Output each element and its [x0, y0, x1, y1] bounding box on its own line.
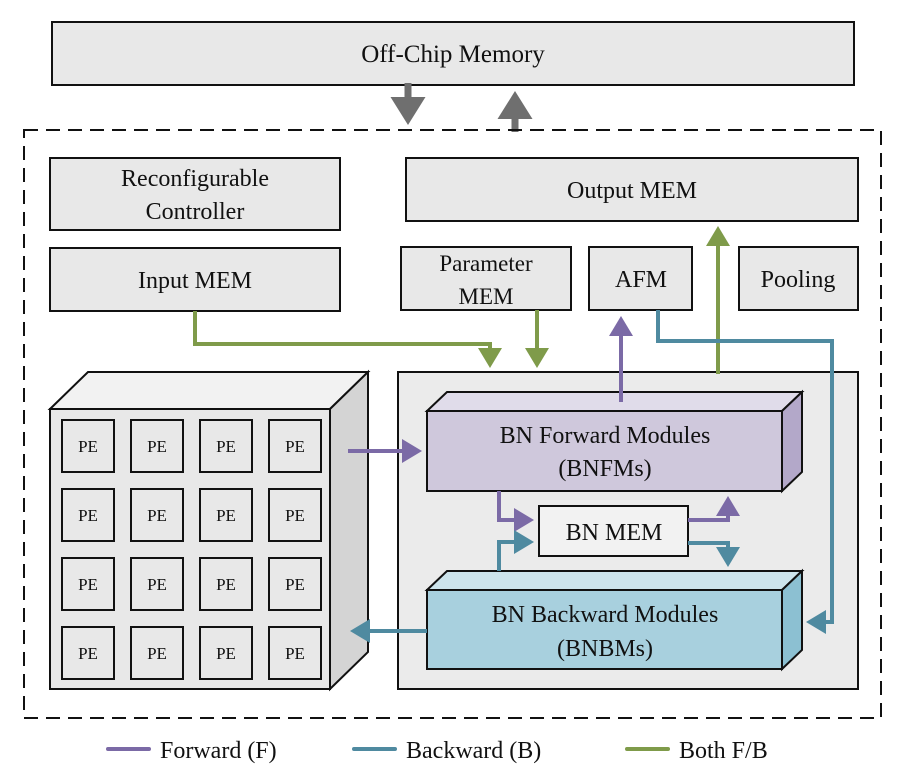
- pe-cell: PE: [61, 488, 115, 542]
- pe-cell: PE: [130, 626, 184, 680]
- pe-grid: PE PE PE PE PE PE PE PE PE PE PE PE PE PE PE PE: [61, 419, 322, 680]
- parameter-mem-label-line2: MEM: [459, 284, 514, 309]
- legend-backward-label: Backward (B): [406, 738, 541, 764]
- pe-cell: PE: [268, 419, 322, 473]
- parameter-mem-block: Parameter MEM: [400, 246, 572, 311]
- pe-cell: PE: [130, 557, 184, 611]
- pe-cell: PE: [199, 488, 253, 542]
- pe-cell-label: PE: [147, 506, 167, 525]
- pe-cell-box: [130, 419, 184, 473]
- bnfm-label-line1: BN Forward Modules: [500, 423, 711, 449]
- pe-cell-box: [199, 626, 253, 680]
- pe-cell-box: [61, 419, 115, 473]
- bn-backward-modules-block: BN Backward Modules (BNBMs): [424, 568, 805, 672]
- pe-cell: PE: [130, 488, 184, 542]
- legend-both-label: Both F/B: [679, 738, 768, 764]
- pe-cell-label: PE: [147, 437, 167, 456]
- pooling-block: Pooling: [738, 246, 859, 311]
- pe-cell-box: [268, 488, 322, 542]
- pe-cell: PE: [268, 626, 322, 680]
- bn-forward-modules-block: BN Forward Modules (BNFMs): [424, 389, 805, 494]
- pe-cell-box: [130, 557, 184, 611]
- pe-cell-box: [61, 488, 115, 542]
- pe-cell: PE: [61, 419, 115, 473]
- input-mem-block: Input MEM: [49, 247, 341, 312]
- pe-cell-box: [61, 626, 115, 680]
- pe-cell-label: PE: [78, 644, 98, 663]
- pe-cell-label: PE: [78, 437, 98, 456]
- pe-cell: PE: [268, 557, 322, 611]
- afm-block: AFM: [588, 246, 693, 311]
- pe-cell-label: PE: [216, 506, 236, 525]
- pe-cell: PE: [130, 419, 184, 473]
- pe-cell-label: PE: [285, 575, 305, 594]
- pe-cell-label: PE: [285, 506, 305, 525]
- offchip-memory-block: Off-Chip Memory: [51, 21, 855, 86]
- bnbm-label-line2: (BNBMs): [557, 636, 653, 662]
- pe-cell-label: PE: [285, 644, 305, 663]
- pe-cell-label: PE: [78, 506, 98, 525]
- pe-array: PE PE PE PE PE PE PE PE PE PE PE PE PE PE PE PE: [47, 369, 371, 692]
- output-mem-label: Output MEM: [567, 178, 697, 204]
- bn-mem-block: BN MEM: [538, 505, 689, 557]
- controller-label-line1: Reconfigurable: [121, 166, 269, 192]
- pe-cell: PE: [199, 557, 253, 611]
- bnmem-to-bnfm-arrow: [688, 496, 740, 522]
- pe-cell-box: [268, 557, 322, 611]
- pe-cell-label: PE: [216, 437, 236, 456]
- offchip-memory-label: Off-Chip Memory: [361, 41, 545, 68]
- reconfigurable-controller-block: Reconfigurable Controller: [49, 157, 341, 231]
- pe-cell-box: [61, 557, 115, 611]
- pe-cell-box: [268, 419, 322, 473]
- legend: Forward (F) Backward (B) Both F/B: [106, 738, 768, 764]
- controller-label-line2: Controller: [146, 199, 245, 225]
- bnmem-to-bnbm-arrow: [688, 541, 740, 567]
- legend-item-both: Both F/B: [625, 738, 768, 764]
- pe-cell-label: PE: [147, 575, 167, 594]
- pe-cell-box: [199, 488, 253, 542]
- pe-cell-label: PE: [78, 575, 98, 594]
- pe-cell-box: [130, 488, 184, 542]
- bnfm-to-bnmem-arrow: [497, 491, 534, 532]
- input-mem-label: Input MEM: [138, 268, 252, 294]
- pe-cell-box: [199, 557, 253, 611]
- afm-label: AFM: [615, 267, 667, 293]
- pe-cell-label: PE: [147, 644, 167, 663]
- pe-cell: PE: [199, 419, 253, 473]
- pe-cell-label: PE: [216, 575, 236, 594]
- bnbm-to-bnmem-arrow: [497, 530, 534, 571]
- pe-cell-label: PE: [285, 437, 305, 456]
- pe-cell: PE: [61, 557, 115, 611]
- legend-item-forward: Forward (F): [106, 738, 277, 764]
- legend-forward-label: Forward (F): [160, 738, 277, 764]
- legend-item-backward: Backward (B): [352, 738, 541, 764]
- pe-cell: PE: [61, 626, 115, 680]
- bnfm-label-line2: (BNFMs): [558, 456, 651, 482]
- output-mem-block: Output MEM: [405, 157, 859, 222]
- pe-cell: PE: [199, 626, 253, 680]
- input-mem-to-bn-arrow: [193, 311, 502, 368]
- pe-cell-label: PE: [216, 644, 236, 663]
- pe-cell-box: [130, 626, 184, 680]
- pe-cell-box: [268, 626, 322, 680]
- pe-cell-box: [199, 419, 253, 473]
- bnbm-label-line1: BN Backward Modules: [492, 602, 719, 628]
- chip-boundary: [23, 129, 882, 719]
- pe-cell: PE: [268, 488, 322, 542]
- parameter-mem-label-line1: Parameter: [439, 251, 533, 276]
- afm-to-bnbm-arrow: [656, 310, 834, 634]
- bn-mem-label: BN MEM: [566, 520, 663, 546]
- pooling-label: Pooling: [761, 267, 836, 293]
